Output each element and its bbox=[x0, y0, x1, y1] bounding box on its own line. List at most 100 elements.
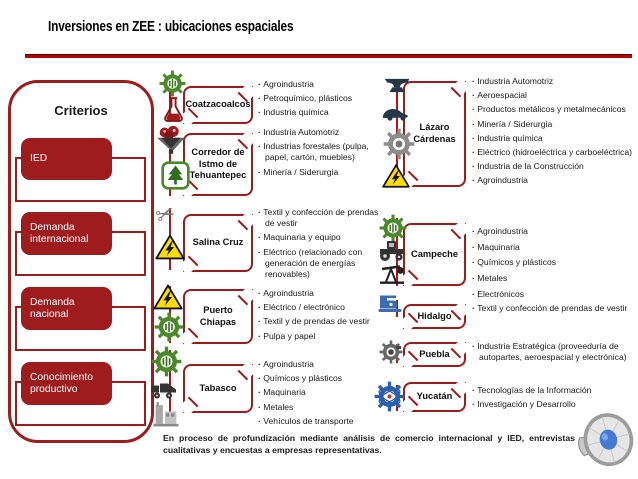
location-box-salina-cruz: Salina Cruz bbox=[183, 214, 253, 272]
industry-list-puebla: Industria Estratégica (proveeduría de au… bbox=[472, 341, 634, 366]
location-label: Yucatán bbox=[416, 391, 453, 402]
industry-list-campeche: Agroindustria Maquinaria Químicos y plás… bbox=[472, 226, 634, 304]
industry-item: Químicos y plásticos bbox=[258, 373, 382, 384]
location-box-hidalgo: Hidalgo bbox=[403, 304, 466, 329]
industry-item: Industria química bbox=[258, 107, 382, 118]
industry-item: Industria Automotriz bbox=[258, 127, 382, 138]
industry-item: Agroindustria bbox=[258, 79, 382, 90]
industry-list-yucatan: Tecnologías de la Información Investigac… bbox=[472, 385, 634, 413]
industry-item: Investigación y Desarrollo bbox=[472, 399, 634, 410]
industry-item: Agroindustria bbox=[472, 226, 634, 237]
car-icon bbox=[383, 109, 408, 121]
location-label: Salina Cruz bbox=[192, 237, 244, 248]
location-label: Hidalgo bbox=[417, 310, 452, 321]
sewing-machine-icon bbox=[378, 295, 402, 312]
industry-item: Textil y confección de prendas de vestir bbox=[258, 207, 382, 229]
engine-gear-icon bbox=[383, 128, 415, 160]
agroindustry-gear-icon bbox=[159, 70, 186, 97]
industry-item: Maquinaria y equipo bbox=[258, 232, 382, 243]
industry-item: Metales bbox=[472, 273, 634, 284]
location-box-coatzacoalcos: Coatzacoalcos bbox=[183, 86, 253, 124]
speaker-icon[interactable] bbox=[572, 402, 636, 476]
location-label: Campeche bbox=[410, 248, 459, 259]
agroindustry-gear-icon bbox=[151, 346, 182, 377]
mining-icon bbox=[157, 126, 185, 154]
industry-item: Químicos y plásticos bbox=[472, 257, 634, 268]
factory-icon bbox=[153, 402, 179, 427]
location-label: Corredor de Istmo de Tehuantepec bbox=[189, 147, 247, 181]
title-rule bbox=[25, 54, 632, 58]
location-box-tabasco: Tabasco bbox=[183, 364, 253, 413]
agroindustry-gear-icon bbox=[154, 312, 184, 342]
industry-item: Industria Estratégica (proveeduría de au… bbox=[472, 341, 634, 363]
location-box-lazaro-cardenas: Lázaro Cárdenas bbox=[403, 81, 466, 187]
chemistry-flask-icon bbox=[164, 97, 183, 122]
industry-item: Aeroespacial bbox=[472, 90, 634, 101]
industry-item: Agroindustria bbox=[258, 288, 382, 299]
oil-pump-icon bbox=[380, 265, 404, 284]
criteria-label: Demanda nacional bbox=[30, 296, 75, 320]
criteria-item: IED bbox=[21, 138, 112, 180]
slide-title: Inversiones en ZEE : ubicaciones espacia… bbox=[48, 19, 294, 35]
truck-icon bbox=[151, 383, 176, 399]
criteria-panel: Criterios IED Demanda internacional Dema… bbox=[8, 80, 154, 443]
industry-item: Industria química bbox=[472, 133, 634, 144]
location-label: Tabasco bbox=[199, 382, 237, 393]
industry-item: Maquinaria bbox=[472, 242, 634, 253]
industry-item: Agroindustria bbox=[472, 175, 634, 186]
industry-item: Eléctrico / electrónico bbox=[258, 302, 382, 313]
industry-list-coatzacoalcos: Agroindustria Petroquímico, plásticos In… bbox=[258, 79, 382, 122]
industry-item: Eléctrico (hidroeléctrica y carboeléctri… bbox=[472, 147, 634, 158]
tech-gear-icon bbox=[374, 381, 405, 412]
footnote: En proceso de profundización mediante an… bbox=[163, 433, 575, 455]
industry-item: Maquinaria bbox=[258, 387, 382, 398]
forestry-tree-icon bbox=[161, 161, 190, 190]
industry-item: Electrónicos bbox=[472, 289, 634, 300]
criteria-item: Demanda nacional bbox=[21, 287, 112, 330]
industry-list-salina-cruz: Textil y confección de prendas de vestir… bbox=[258, 207, 382, 283]
industry-item: Textil y de prendas de vestir bbox=[258, 316, 382, 327]
location-box-corredor-istmo: Corredor de Istmo de Tehuantepec bbox=[183, 133, 253, 196]
industry-item: Minería / Siderurgia bbox=[258, 167, 382, 178]
industry-list-puerto-chiapas: Agroindustria Eléctrico / electrónico Te… bbox=[258, 288, 382, 345]
criteria-heading: Criterios bbox=[54, 103, 108, 118]
industry-item: Vehículos de transporte bbox=[258, 416, 382, 427]
industry-item: Minería / Siderurgia bbox=[472, 119, 634, 130]
criteria-item: Demanda internacional bbox=[21, 212, 112, 255]
industry-item: Industria Automotriz bbox=[472, 76, 634, 87]
criteria-label: Conocimiento productivo bbox=[30, 371, 93, 395]
tractor-icon bbox=[380, 241, 404, 261]
industry-item: Agroindustria bbox=[258, 359, 382, 370]
connector-line bbox=[169, 350, 171, 414]
electricity-warning-icon bbox=[381, 163, 411, 189]
industry-item: Tecnologías de la Información bbox=[472, 385, 634, 396]
electricity-warning-icon bbox=[152, 283, 184, 311]
location-label: Puebla bbox=[419, 348, 450, 359]
agroindustry-gear-icon bbox=[379, 214, 407, 242]
electricity-warning-icon bbox=[154, 233, 186, 261]
textile-scissors-icon: ✂ bbox=[151, 198, 179, 230]
industry-item: Industria de la Construcción bbox=[472, 161, 634, 172]
anvil-icon bbox=[384, 78, 410, 93]
location-box-yucatan: Yucatán bbox=[403, 382, 466, 412]
location-label: Lázaro Cárdenas bbox=[413, 122, 456, 144]
location-label: Puerto Chiapas bbox=[199, 304, 237, 327]
industry-list-lazaro-cardenas: Industria Automotriz Aeroespacial Produc… bbox=[472, 76, 634, 189]
criteria-item: Conocimiento productivo bbox=[21, 362, 112, 405]
industry-list-tabasco: Agroindustria Químicos y plásticos Maqui… bbox=[258, 359, 382, 430]
industry-item: Textil y confección de prendas de vestir bbox=[472, 303, 634, 314]
industry-item: Productos metálicos y metalmecánicos bbox=[472, 104, 634, 115]
industry-item: Industrias forestales (pulpa, papel, car… bbox=[258, 141, 382, 163]
industry-list-corredor-istmo: Industria Automotriz Industrias forestal… bbox=[258, 127, 382, 181]
industry-item: Petroquímico, plásticos bbox=[258, 93, 382, 104]
industry-list-hidalgo: Textil y confección de prendas de vestir bbox=[472, 303, 634, 317]
location-box-campeche: Campeche bbox=[403, 223, 466, 286]
location-box-puerto-chiapas: Puerto Chiapas bbox=[183, 289, 253, 344]
location-box-puebla: Puebla bbox=[403, 342, 466, 367]
criteria-label: IED bbox=[30, 153, 48, 165]
turbine-icon bbox=[379, 340, 403, 364]
industry-item: Metales bbox=[258, 402, 382, 413]
industry-item: Pulpa y papel bbox=[258, 331, 382, 342]
location-label: Coatzacoalcos bbox=[185, 99, 251, 110]
